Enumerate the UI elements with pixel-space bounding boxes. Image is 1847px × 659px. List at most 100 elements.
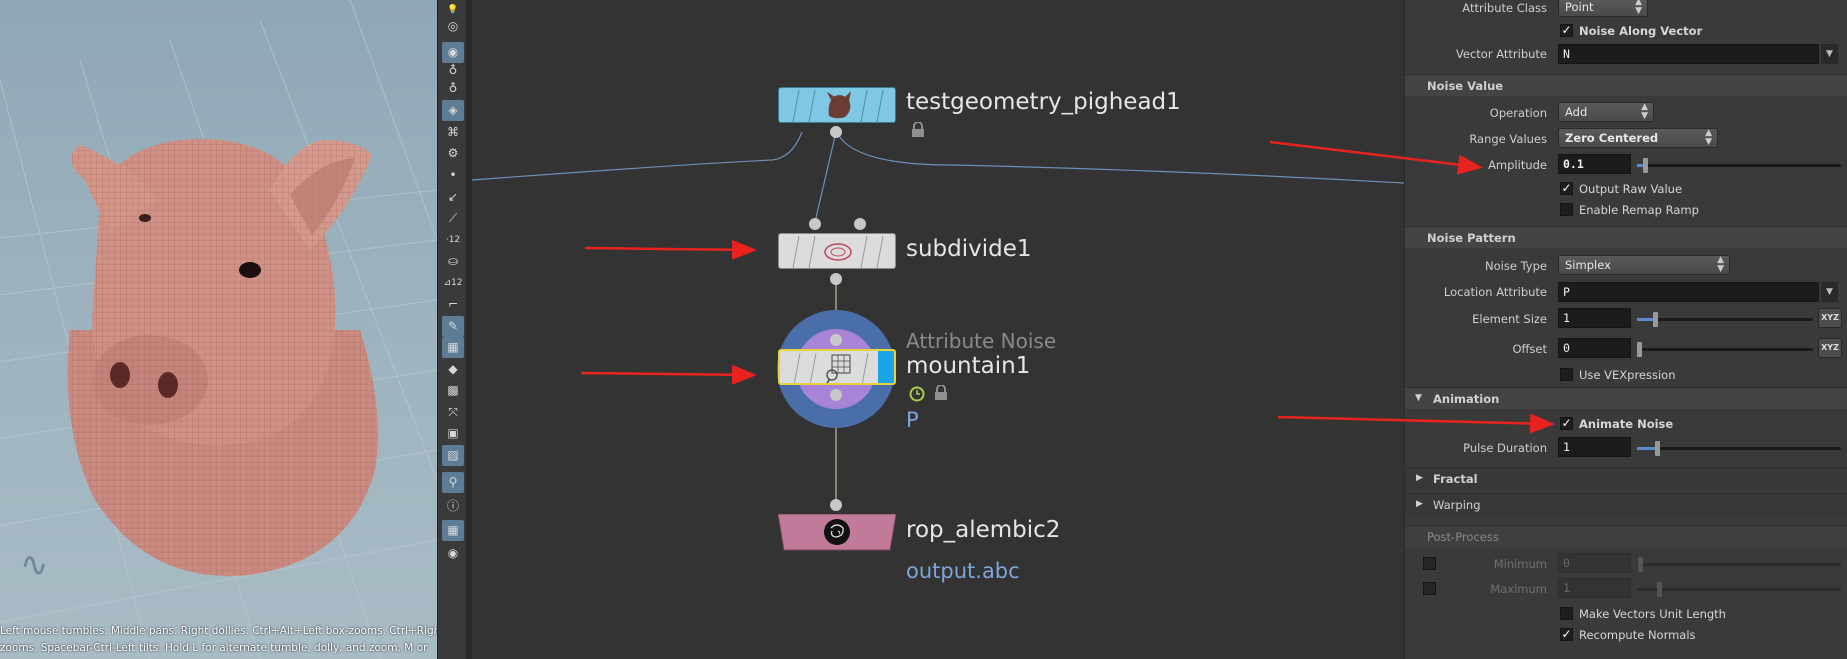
pig-head-model [67, 139, 378, 577]
param-label: Minimum [1493, 557, 1547, 571]
slider-handle[interactable] [1655, 441, 1660, 456]
offset-slider[interactable] [1637, 342, 1813, 357]
param-minimum: Minimum 0 [1405, 553, 1847, 575]
input-connector[interactable] [830, 499, 842, 511]
param-label: Element Size [1472, 312, 1547, 326]
location-attribute-field[interactable]: P [1558, 282, 1819, 302]
param-noise-along-vector: ✓ Noise Along Vector [1405, 20, 1847, 42]
section-fractal[interactable]: ▶ Fractal [1405, 467, 1847, 489]
amplitude-field[interactable]: 0.1 [1558, 154, 1631, 174]
noise-type-dropdown[interactable]: Simplex ▲▼ [1558, 255, 1730, 275]
pane-splitter[interactable] [467, 0, 472, 659]
checker-icon[interactable]: ▦ [442, 337, 464, 358]
input-connector-1[interactable] [809, 218, 821, 230]
checkbox-label: Output Raw Value [1579, 182, 1683, 196]
section-title: Animation [1433, 392, 1500, 406]
info-icon[interactable]: ⓘ [446, 499, 459, 513]
texture-icon[interactable]: ▩ [447, 383, 459, 397]
xyz-vector-button[interactable]: XYZ [1818, 338, 1842, 358]
slider-handle[interactable] [1637, 342, 1642, 357]
xyz-vector-button[interactable]: XYZ [1818, 308, 1842, 328]
output-connector[interactable] [830, 273, 842, 285]
field-value: 0 [1563, 556, 1570, 570]
checkbox-label: Enable Remap Ramp [1579, 203, 1699, 217]
point-numbers-icon[interactable]: ·12 [445, 235, 461, 245]
lightbulb-icon[interactable]: 💡 [447, 5, 459, 15]
sphere-icon[interactable]: ◎ [447, 19, 459, 33]
animate-noise-checkbox[interactable]: ✓ [1560, 416, 1573, 430]
param-attribute-class: Attribute Class Point ▲▼ [1405, 0, 1847, 19]
pulse-duration-field[interactable]: 1 [1558, 437, 1631, 457]
section-noise-value[interactable]: Noise Value [1405, 74, 1847, 96]
recompute-normals-checkbox[interactable]: ✓ [1560, 627, 1573, 641]
section-animation[interactable]: ▼ Animation [1405, 387, 1847, 409]
eye-icon[interactable]: ◉ [447, 546, 459, 560]
pen-icon[interactable]: ✎ [442, 316, 464, 337]
point-icon[interactable]: • [449, 168, 457, 182]
background-icon[interactable]: ▨ [442, 445, 464, 466]
spotlight-icon[interactable]: ♁ [448, 63, 458, 77]
param-amplitude: Amplitude 0.1 [1405, 154, 1847, 176]
param-label: Amplitude [1488, 158, 1547, 172]
point-light-icon[interactable]: ♁ [448, 81, 458, 95]
chevron-down-icon[interactable]: ▼ [1821, 282, 1838, 302]
section-warping[interactable]: ▶ Warping [1405, 493, 1847, 515]
slider-handle[interactable] [1643, 158, 1648, 173]
scene-viewport[interactable]: ∿ Left mouse tumbles. Middle pans. Right… [0, 0, 437, 659]
field-value: 0.1 [1563, 157, 1584, 171]
element-size-field[interactable]: 1 [1558, 308, 1631, 328]
brush-icon[interactable]: ⟋ [448, 211, 458, 225]
offset-field[interactable]: 0 [1558, 338, 1631, 358]
range-values-dropdown[interactable]: Zero Centered ▲▼ [1558, 128, 1718, 148]
minimum-toggle-checkbox[interactable] [1423, 557, 1436, 570]
normals-icon[interactable]: ↙ [447, 190, 459, 204]
noise-along-vector-checkbox[interactable]: ✓ [1560, 23, 1573, 37]
use-vexpression-checkbox[interactable] [1560, 368, 1573, 381]
updown-arrow-icon: ▲▼ [1717, 255, 1724, 274]
node-body-selected[interactable] [778, 349, 896, 385]
light-icon[interactable]: ◉ [442, 42, 464, 63]
attribute-class-dropdown[interactable]: Point ▲▼ [1558, 0, 1648, 17]
field-value: 1 [1563, 440, 1570, 454]
pulse-duration-slider[interactable] [1637, 441, 1841, 456]
slider-handle[interactable] [1653, 312, 1658, 327]
make-vectors-unit-length-checkbox[interactable] [1560, 607, 1573, 620]
node-attribute-label: P [906, 408, 919, 432]
param-offset: Offset 0 XYZ [1405, 338, 1847, 360]
vector-attribute-field[interactable]: N [1558, 44, 1819, 64]
render-icon[interactable]: ⚙ [447, 146, 459, 160]
checkbox-label: Noise Along Vector [1579, 24, 1703, 38]
chevron-down-icon[interactable]: ▼ [1821, 44, 1838, 64]
network-editor[interactable]: testgeometry_pighead1 subdivide1 [472, 0, 1404, 659]
shading-icon[interactable]: ◈ [442, 100, 464, 121]
minimum-field: 0 [1558, 553, 1631, 573]
element-size-slider[interactable] [1637, 312, 1813, 327]
maximum-toggle-checkbox[interactable] [1423, 582, 1436, 595]
operation-dropdown[interactable]: Add ▲▼ [1558, 102, 1654, 122]
output-connector[interactable] [830, 389, 842, 401]
section-noise-pattern[interactable]: Noise Pattern [1405, 226, 1847, 248]
angle-icon[interactable]: ⌐ [447, 297, 459, 311]
diamond-icon[interactable]: ◆ [448, 362, 458, 376]
display-flag[interactable] [878, 351, 894, 383]
grid-layout-icon[interactable]: ▦ [442, 520, 464, 541]
prim-numbers-icon[interactable]: ⊿12 [443, 278, 463, 288]
enable-remap-ramp-checkbox[interactable] [1560, 203, 1573, 216]
frame-icon[interactable]: ▣ [447, 426, 459, 440]
slider-fill [1637, 164, 1645, 167]
paint-icon[interactable]: ⛀ [447, 254, 459, 268]
node-body[interactable] [778, 87, 896, 123]
camera-icon[interactable]: ⌘ [447, 125, 459, 139]
amplitude-slider[interactable] [1637, 158, 1841, 173]
pin-icon[interactable]: ⚲ [442, 472, 464, 493]
output-connector[interactable] [830, 126, 842, 138]
input-connector-2[interactable] [854, 218, 866, 230]
node-output-file-label[interactable]: output.abc [906, 559, 1020, 583]
node-body[interactable] [778, 233, 896, 269]
section-post-process[interactable]: Post-Process [1405, 525, 1847, 547]
dropdown-value: Point [1565, 0, 1594, 14]
node-body[interactable] [778, 514, 898, 552]
output-raw-value-checkbox[interactable]: ✓ [1560, 181, 1573, 195]
input-connector[interactable] [830, 334, 842, 346]
axis-icon[interactable]: ⤧ [448, 405, 458, 419]
